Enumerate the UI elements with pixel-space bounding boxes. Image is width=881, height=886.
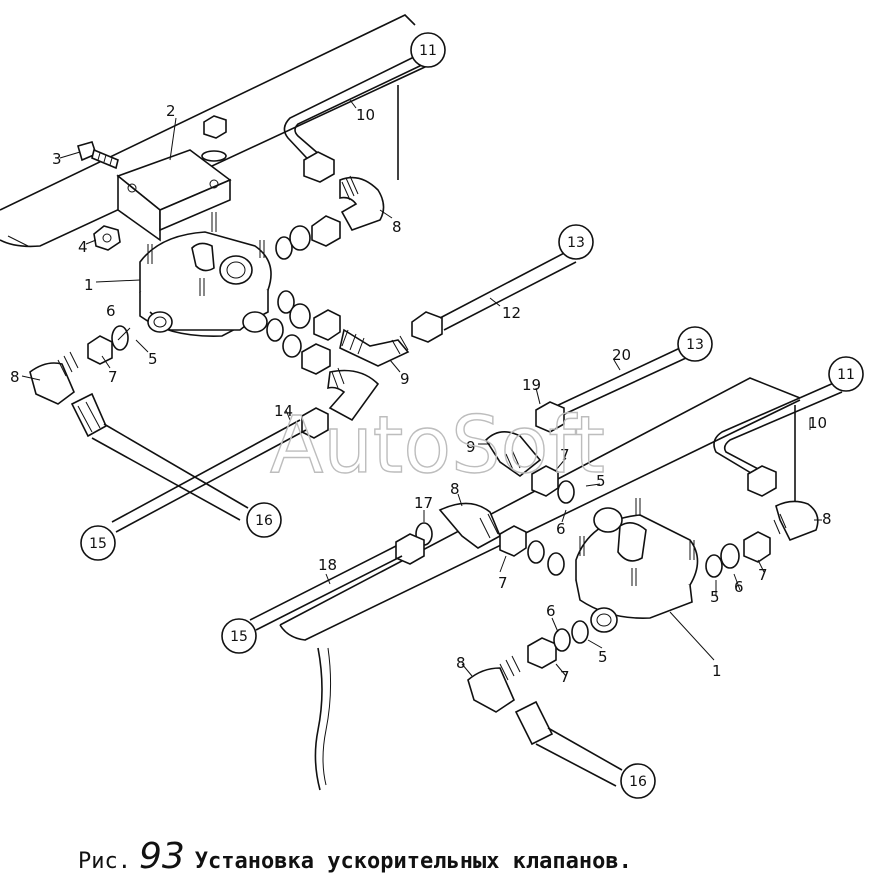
- callout-7: 7: [758, 566, 768, 584]
- callout-8: 8: [456, 654, 466, 672]
- ref-circle-16-lower: 16: [620, 763, 656, 799]
- callout-10: 10: [808, 414, 827, 432]
- callout-numbers: 1 2 3 4 5 6 7 8 8 9 10 12 14 20 19 9 7 5…: [10, 102, 832, 686]
- elbow-fitting-lower-mid: [301, 367, 380, 439]
- elbow-fitting-9-lower: [484, 431, 575, 504]
- callout-5: 5: [710, 588, 720, 606]
- ref-circle-11-upper: 11: [410, 32, 446, 68]
- callout-6: 6: [734, 578, 744, 596]
- ref-circle-label: 16: [629, 774, 647, 790]
- ref-circle-label: 11: [837, 367, 855, 383]
- ref-circle-label: 11: [419, 43, 437, 59]
- hose-left-upper: [29, 325, 249, 521]
- frame-rail-upper: [0, 14, 441, 248]
- accelerator-valve-lower: [575, 498, 699, 633]
- callout-2: 2: [166, 102, 176, 120]
- bolt: [77, 141, 119, 170]
- callout-8: 8: [10, 368, 20, 386]
- callout-6: 6: [556, 520, 566, 538]
- watermark: AutoSoft: [270, 401, 605, 491]
- pipe-14: [111, 419, 307, 533]
- callout-8: 8: [822, 510, 832, 528]
- ref-circle-label: 15: [230, 629, 248, 645]
- callout-12: 12: [502, 304, 521, 322]
- lower-fittings-left: [249, 502, 565, 631]
- ref-circle-15-upper: 15: [80, 525, 116, 561]
- callout-10: 10: [356, 106, 375, 124]
- callout-7: 7: [560, 446, 570, 464]
- callout-7: 7: [560, 668, 570, 686]
- callout-7: 7: [498, 574, 508, 592]
- elbow-fitting-upper: [339, 175, 385, 231]
- ref-circle-11-lower: 11: [828, 356, 864, 392]
- nut-top: [201, 115, 227, 162]
- callout-9: 9: [400, 370, 410, 388]
- upper-fittings-right: [266, 215, 341, 375]
- callout-8: 8: [450, 480, 460, 498]
- lower-fittings-right: [705, 381, 843, 578]
- callout-17: 17: [414, 494, 433, 512]
- ref-circle-13-lower: 13: [677, 326, 713, 362]
- bracket: [116, 149, 232, 242]
- callout-1: 1: [712, 662, 722, 680]
- caption-number: 93: [138, 836, 185, 877]
- callout-7: 7: [108, 368, 118, 386]
- callout-5: 5: [598, 648, 608, 666]
- ref-circle-label: 16: [255, 513, 273, 529]
- leader-lines: [21, 99, 822, 677]
- frame-rail-lower: [279, 377, 801, 791]
- callout-3: 3: [52, 150, 62, 168]
- pipe-20: [535, 347, 687, 433]
- callout-8: 8: [392, 218, 402, 236]
- callout-6: 6: [106, 302, 116, 320]
- caption-prefix: Рис.: [78, 849, 131, 874]
- callout-6: 6: [546, 602, 556, 620]
- callout-20: 20: [612, 346, 631, 364]
- callout-5: 5: [148, 350, 158, 368]
- caption-title: Установка ускорительных клапанов.: [194, 849, 632, 874]
- accelerator-valve-upper: [139, 212, 272, 337]
- ref-circle-16-upper: 16: [246, 502, 282, 538]
- callout-19: 19: [522, 376, 541, 394]
- callout-1: 1: [84, 276, 94, 294]
- elbow-fitting-9: [339, 311, 443, 367]
- ref-circle-13-upper: 13: [558, 224, 594, 260]
- pipe-10-upper: [283, 54, 425, 183]
- callout-18: 18: [318, 556, 337, 574]
- ref-circle-label: 13: [567, 235, 585, 251]
- ref-circle-label: 15: [89, 536, 107, 552]
- ref-circle-label: 13: [686, 337, 704, 353]
- callout-14: 14: [274, 402, 293, 420]
- ref-circle-15-lower: 15: [221, 618, 257, 654]
- callout-5: 5: [596, 472, 606, 490]
- figure-caption: Рис. 93 Установка ускорительных клапанов.: [78, 836, 858, 880]
- pipe-12: [439, 249, 577, 331]
- callout-9: 9: [466, 438, 476, 456]
- callout-4: 4: [78, 238, 88, 256]
- nut-left: [93, 225, 121, 251]
- hose-left-lower: [467, 620, 623, 787]
